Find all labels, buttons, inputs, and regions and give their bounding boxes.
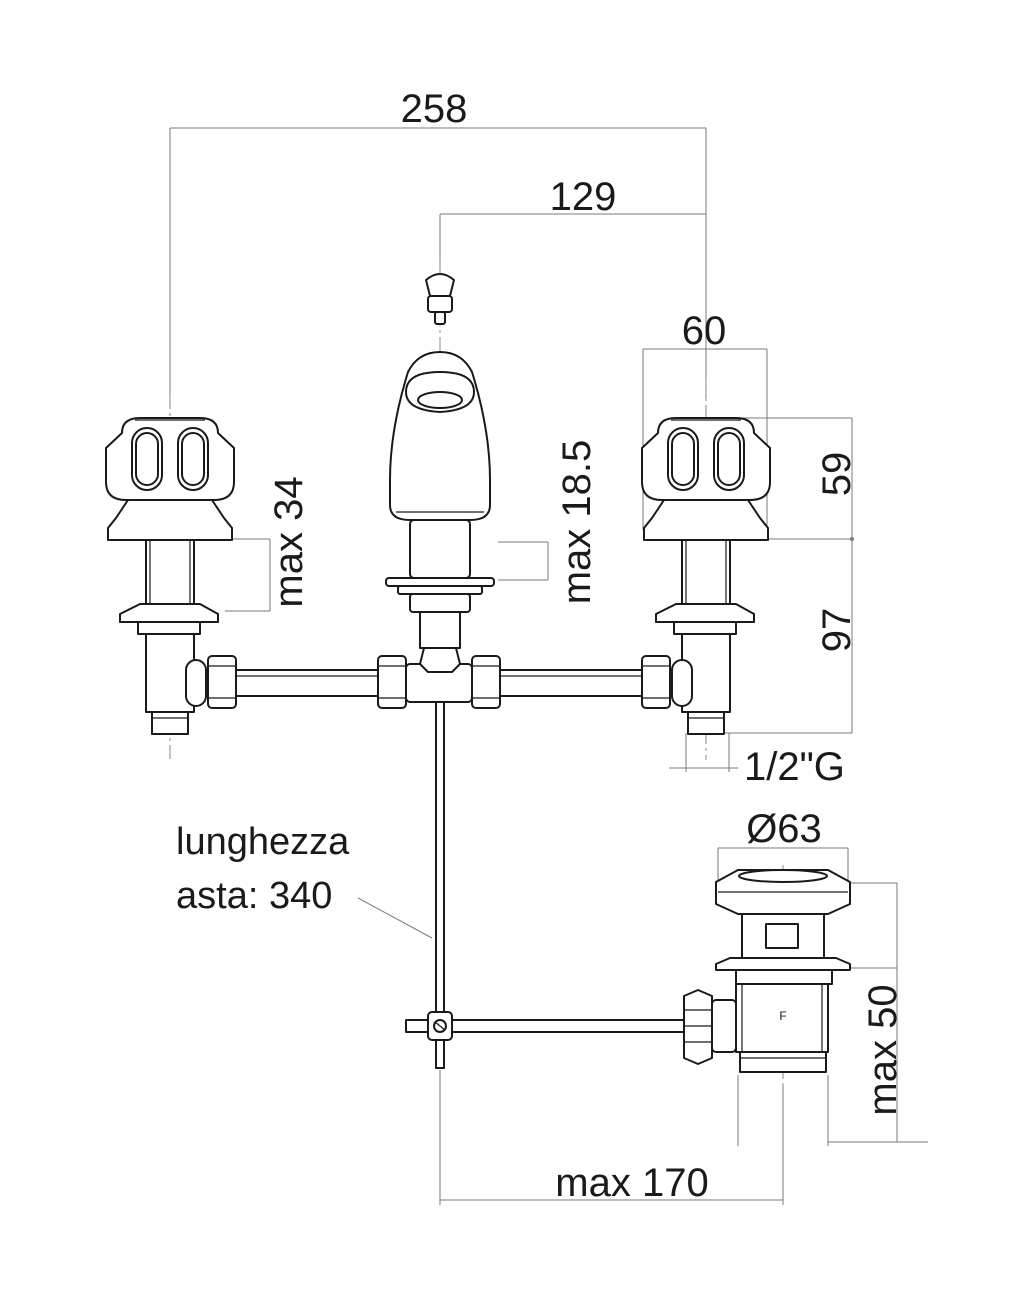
dim-thread: 1/2"G [744,745,845,789]
drain: F [683,869,851,1073]
rod-length-line2: asta: 340 [176,875,332,917]
pipe-nut [641,655,671,709]
right-valve [641,417,771,735]
spout [385,273,495,673]
dim-handle-height: 59 [815,452,859,497]
dim-spout-max-deck: max 18.5 [555,440,599,605]
rod-length-line1: lunghezza [176,821,350,863]
pipe-nut [471,655,501,709]
dimension-labels: 258 129 60 1/2"G Ø63 max 170 59 97 max 3… [267,87,905,1205]
drain-marking: F [779,1009,786,1023]
dimension-lines [169,127,928,1205]
rod-length-note: lunghezza asta: 340 [176,821,350,917]
dim-rod-reach: max 170 [555,1161,708,1205]
dim-center-to-valve: 129 [550,175,617,219]
dim-valve-body-height: 97 [815,608,859,653]
dim-left-max-deck: max 34 [267,476,311,607]
connecting-pipes [185,655,693,709]
pipe-nut [377,655,407,709]
left-valve [105,417,235,735]
dim-overall-width: 258 [401,87,468,131]
dim-drain-max-deck: max 50 [861,984,905,1115]
dim-handle-diameter: 60 [682,309,727,353]
dim-drain-diameter: Ø63 [746,807,822,851]
pipe-nut [207,655,237,709]
control-rod [405,701,685,1069]
